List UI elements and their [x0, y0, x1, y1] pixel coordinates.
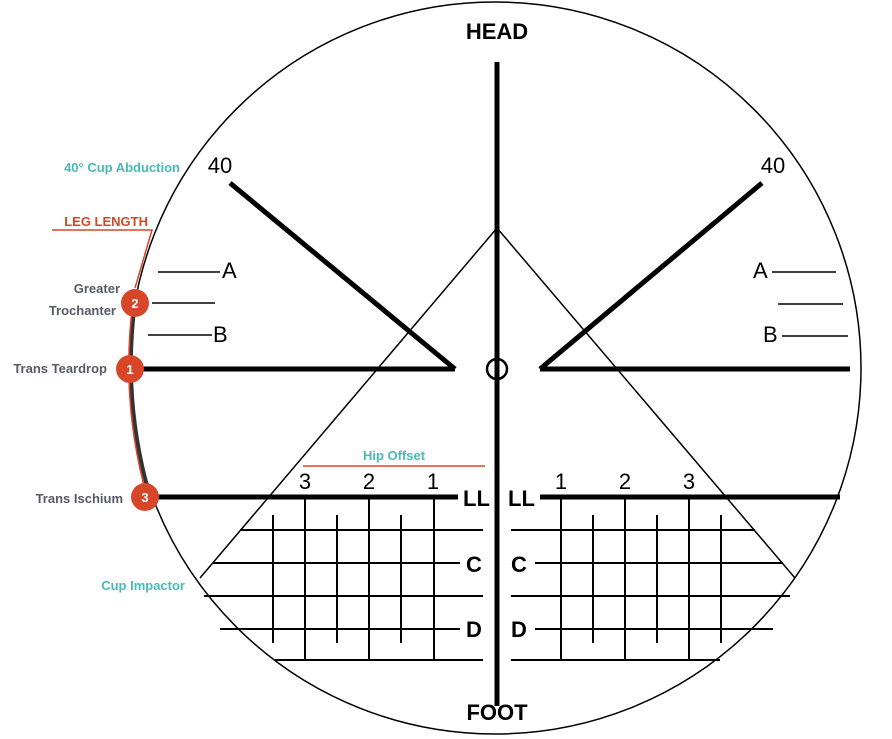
cup-impactor-label: Cup Impactor: [101, 578, 185, 593]
pelvis-arc: [128, 301, 152, 498]
greater-trochanter-label-1: Greater: [74, 281, 120, 296]
abduction-line-right: [538, 181, 764, 371]
leg-length-leader: [52, 229, 154, 289]
svg-text:1: 1: [126, 362, 133, 377]
svg-text:3: 3: [141, 490, 148, 505]
trans-teardrop-label: Trans Teardrop: [13, 361, 107, 376]
hip-offset-title: Hip Offset: [363, 448, 426, 463]
d-right-label: D: [511, 617, 527, 642]
greater-trochanter-label-2: Trochanter: [49, 303, 116, 318]
hip-offset-left-2: 2: [363, 469, 375, 494]
foot-label: FOOT: [466, 700, 528, 725]
offset-grid: [204, 497, 790, 661]
hip-offset-left-1: 1: [427, 469, 439, 494]
c-right-label: C: [511, 552, 527, 577]
mark-a-left-label: A: [222, 258, 237, 283]
leg-length-label: LEG LENGTH: [64, 214, 148, 229]
crosshair-center: [485, 357, 509, 381]
ll-left-label: LL: [463, 486, 490, 511]
hip-offset-right-3: 3: [683, 469, 695, 494]
mark-b-right-label: B: [763, 322, 778, 347]
abduction-line-left: [228, 181, 457, 371]
hip-offset-left-3: 3: [299, 469, 311, 494]
ll-right-label: LL: [508, 486, 535, 511]
svg-text:2: 2: [131, 296, 138, 311]
landmark-badge-2: 2: [121, 289, 149, 317]
trans-ischium-label: Trans Ischium: [36, 491, 123, 506]
cup-abduction-label: 40° Cup Abduction: [64, 160, 180, 175]
landmark-badge-1: 1: [116, 355, 144, 383]
head-label: HEAD: [466, 19, 528, 44]
impactor-triangle: [199, 226, 796, 579]
d-left-label: D: [466, 617, 482, 642]
pelvis-arc-red: [128, 301, 148, 498]
mark-b-left-label: B: [213, 322, 228, 347]
angle-label-left: 40: [208, 153, 232, 178]
hip-offset-right-1: 1: [555, 469, 567, 494]
hip-offset-right-2: 2: [619, 469, 631, 494]
c-left-label: C: [466, 552, 482, 577]
mark-a-right-label: A: [753, 258, 768, 283]
angle-label-right: 40: [761, 153, 785, 178]
landmark-badge-3: 3: [131, 483, 159, 511]
